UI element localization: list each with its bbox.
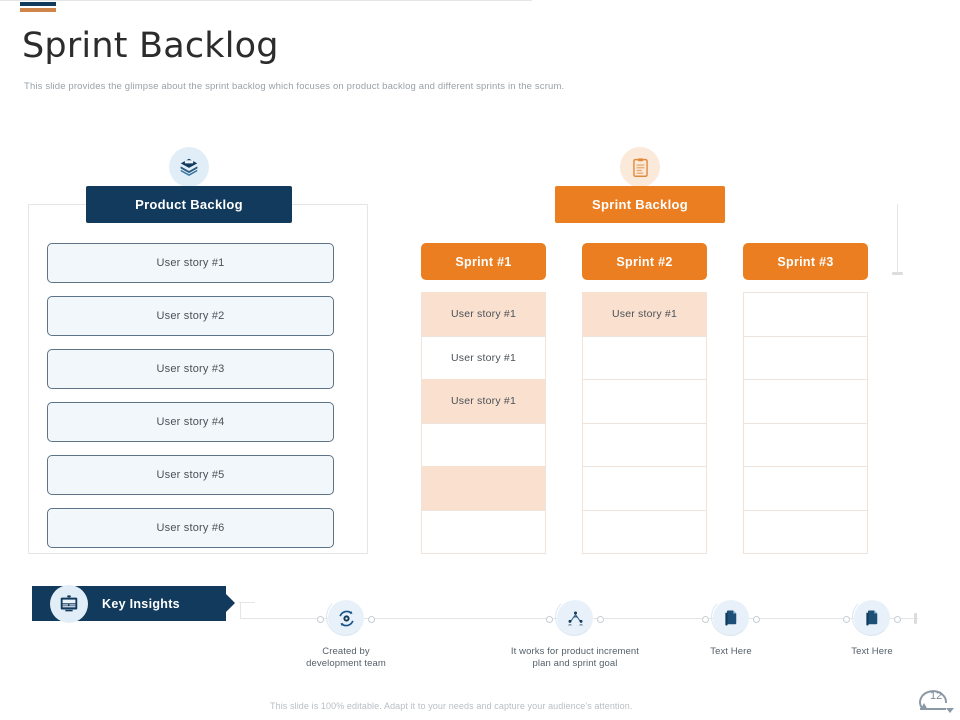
key-insights-arrow-icon — [226, 594, 235, 612]
node-ring-arc — [711, 598, 749, 636]
sprint-backlog-frame-top — [0, 0, 532, 2]
sprint-cell[interactable]: User story #1 — [422, 335, 545, 379]
sprint-loop-icon — [912, 684, 958, 718]
sprint-backlog-header[interactable]: Sprint Backlog — [555, 186, 725, 223]
timeline-end-cap — [914, 613, 917, 624]
document-icon — [702, 598, 760, 636]
timeline-node-text-line2: plan and sprint goal — [532, 658, 618, 669]
key-insights-label: Key Insights — [102, 596, 180, 611]
sprint-cell[interactable] — [583, 335, 706, 379]
timeline-node-text-line1: Text Here — [710, 646, 752, 657]
timeline-node[interactable]: Created by development team — [286, 598, 406, 670]
list-item[interactable]: User story #2 — [47, 296, 334, 336]
sprint-cell[interactable]: User story #1 — [422, 292, 545, 336]
timeline-stub-vertical — [240, 602, 241, 619]
node-ring-arc — [555, 598, 593, 636]
insights-board-icon — [50, 585, 88, 623]
sprint-cell[interactable] — [583, 379, 706, 423]
footer-note: This slide is 100% editable. Adapt it to… — [270, 701, 633, 711]
team-network-icon — [546, 598, 604, 636]
timeline-node[interactable]: It works for product increment plan and … — [485, 598, 665, 670]
timeline-node-text-line1: Text Here — [851, 646, 893, 657]
sprint-column: Sprint #2 User story #1 — [582, 243, 707, 554]
page-title: Sprint Backlog — [22, 26, 279, 66]
sprint-column-header[interactable]: Sprint #1 — [421, 243, 546, 280]
sprint-cell[interactable] — [422, 509, 545, 553]
sprint-cell[interactable] — [744, 292, 867, 336]
list-item[interactable]: User story #5 — [47, 455, 334, 495]
timeline-stub-horizontal — [239, 602, 255, 603]
sprint-cell[interactable] — [583, 422, 706, 466]
timeline-node-text-line1: It works for product increment — [510, 646, 640, 657]
accent-bar-orange — [20, 8, 56, 12]
gear-cycle-icon — [317, 598, 375, 636]
accent-bar-navy — [20, 2, 56, 6]
list-item[interactable]: User story #1 — [47, 243, 334, 283]
sprint-backlog-frame-connector — [892, 204, 903, 275]
sprint-column: Sprint #1 User story #1 User story #1 Us… — [421, 243, 546, 554]
node-ring-arc — [852, 598, 890, 636]
timeline-node[interactable]: Text Here — [812, 598, 932, 658]
list-item[interactable]: User story #4 — [47, 402, 334, 442]
clipboard-icon — [620, 147, 660, 187]
list-item[interactable]: User story #3 — [47, 349, 334, 389]
sprint-column-header[interactable]: Sprint #2 — [582, 243, 707, 280]
sprint-cell[interactable] — [422, 422, 545, 466]
timeline-node-text-line1: Created by — [322, 646, 370, 657]
page-subtitle: This slide provides the glimpse about th… — [24, 81, 565, 92]
sprint-cell[interactable] — [744, 466, 867, 510]
page-number: 12 — [930, 690, 943, 702]
sprint-cell[interactable] — [583, 509, 706, 553]
sprint-cell[interactable] — [744, 422, 867, 466]
product-backlog-list: User story #1 User story #2 User story #… — [47, 243, 334, 561]
sprint-column: Sprint #3 — [743, 243, 868, 554]
sprint-cell[interactable]: User story #1 — [422, 379, 545, 423]
sprint-column-header[interactable]: Sprint #3 — [743, 243, 868, 280]
timeline-node-text-line2: development team — [306, 658, 386, 669]
sprint-cell[interactable] — [744, 379, 867, 423]
sprint-cell-list: User story #1 User story #1 User story #… — [421, 292, 546, 554]
product-backlog-header[interactable]: Product Backlog — [86, 186, 292, 223]
node-ring-arc — [326, 598, 364, 636]
sprint-cell-list — [743, 292, 868, 554]
sprint-cell-list: User story #1 — [582, 292, 707, 554]
list-item[interactable]: User story #6 — [47, 508, 334, 548]
document-icon — [843, 598, 901, 636]
sprint-cell[interactable] — [583, 466, 706, 510]
sprint-cell[interactable] — [422, 466, 545, 510]
sprint-cell[interactable] — [744, 509, 867, 553]
sprint-cell[interactable] — [744, 335, 867, 379]
sprint-cell[interactable]: User story #1 — [583, 292, 706, 336]
timeline-node[interactable]: Text Here — [671, 598, 791, 658]
stacked-tray-icon — [169, 147, 209, 187]
